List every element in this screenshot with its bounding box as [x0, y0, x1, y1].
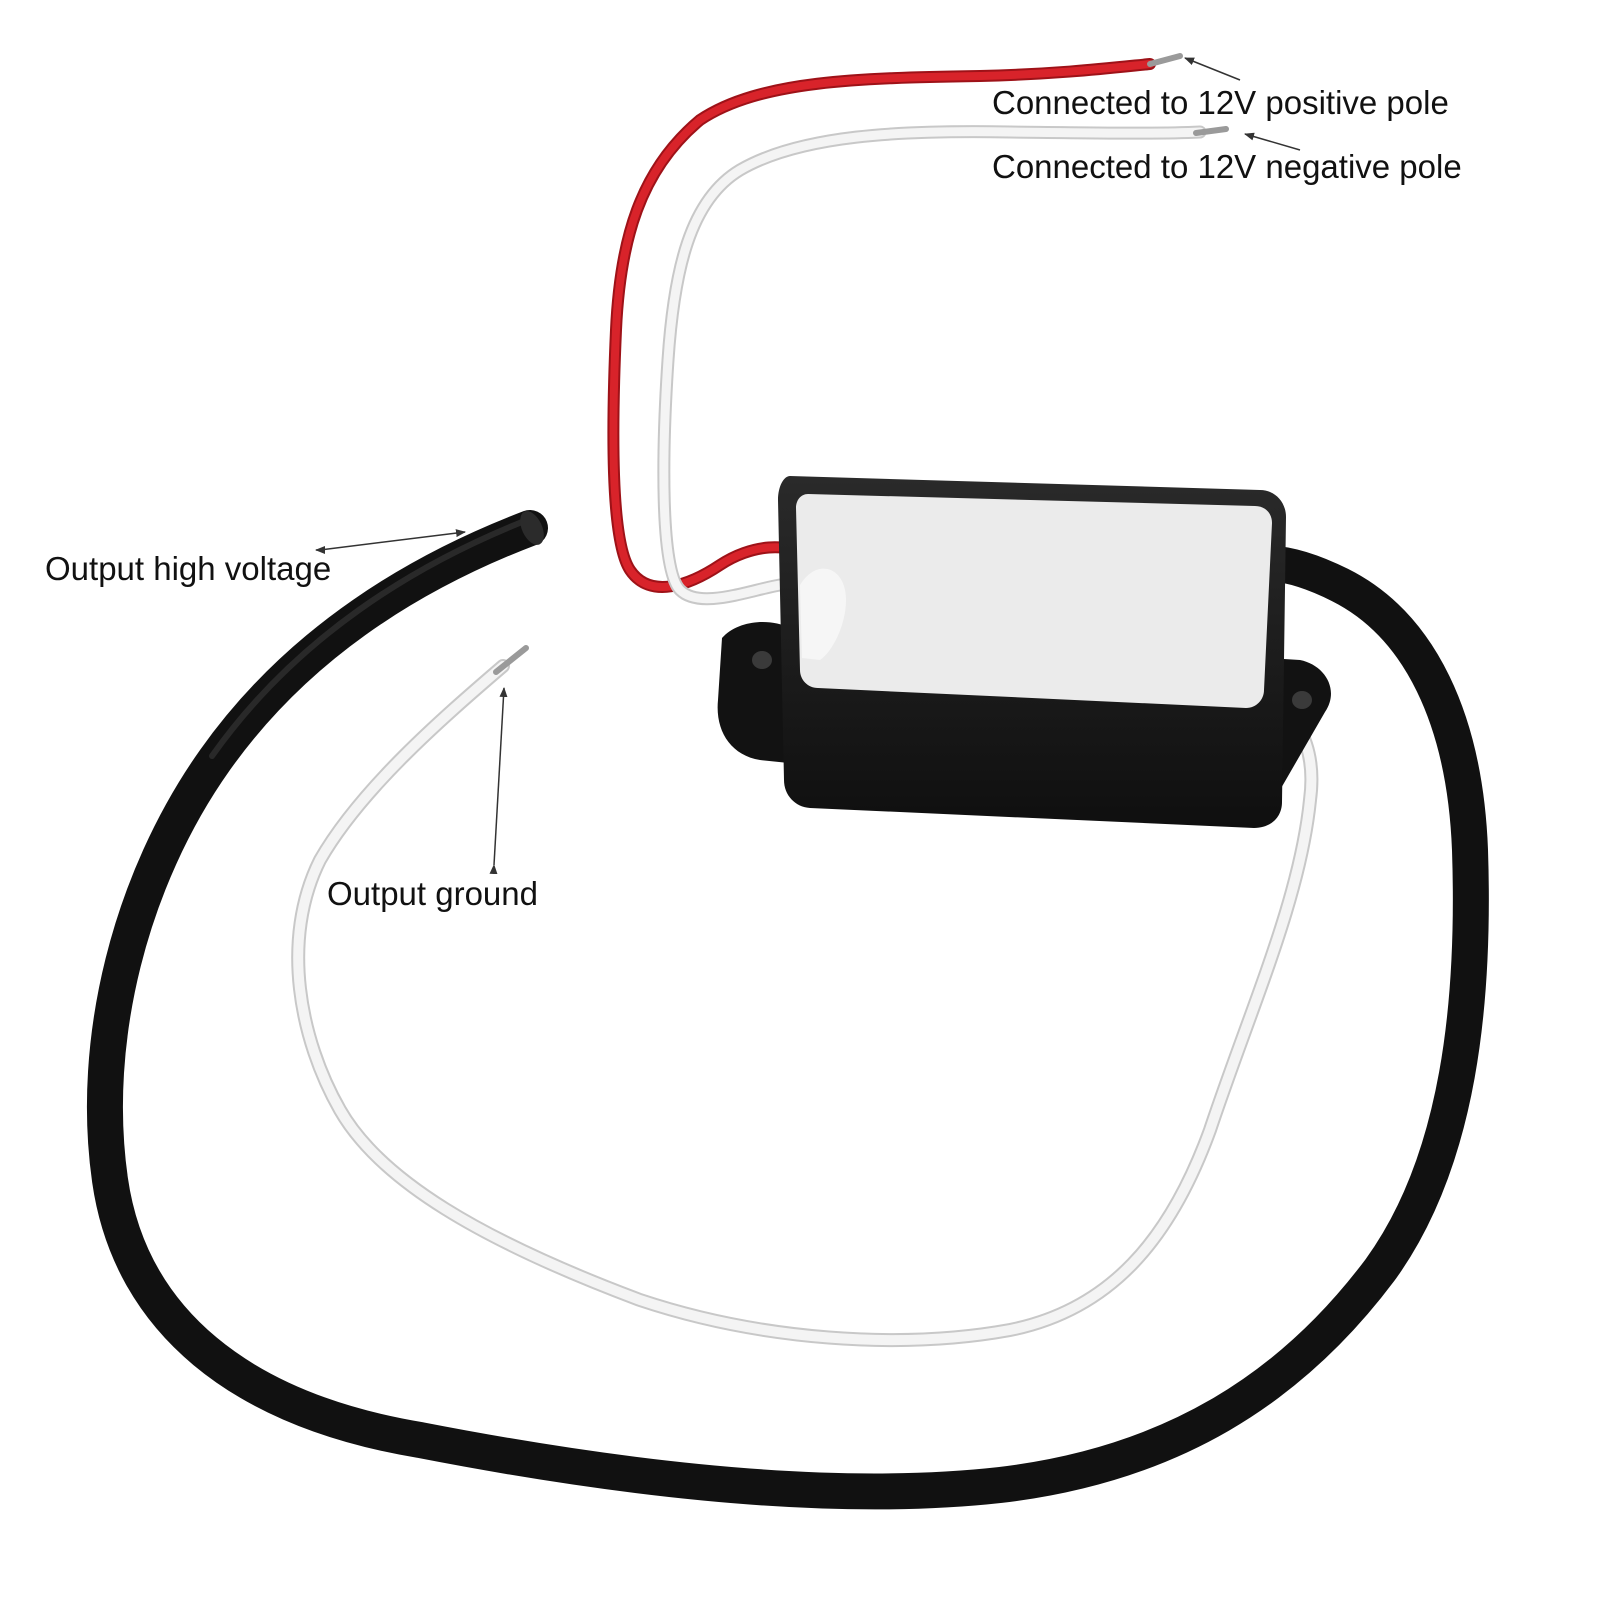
hv-module [717, 476, 1331, 828]
leader-ground [489, 687, 508, 875]
mounting-hole-left [752, 651, 772, 669]
leader-negative [1244, 132, 1301, 151]
positive-wire [607, 53, 1183, 593]
leader-high-voltage [319, 529, 466, 551]
high-voltage-cable [86, 510, 1489, 1510]
mounting-hole-right [1292, 691, 1312, 709]
label-positive-pole: Connected to 12V positive pole [992, 84, 1449, 121]
label-negative-pole: Connected to 12V negative pole [992, 148, 1462, 185]
negative-wire [657, 125, 1229, 637]
output-ground-wire [291, 645, 1319, 1347]
leader-positive [1184, 57, 1241, 81]
label-output-high-voltage: Output high voltage [45, 550, 332, 587]
label-output-ground: Output ground [327, 875, 538, 912]
leader-lines [315, 57, 1301, 875]
